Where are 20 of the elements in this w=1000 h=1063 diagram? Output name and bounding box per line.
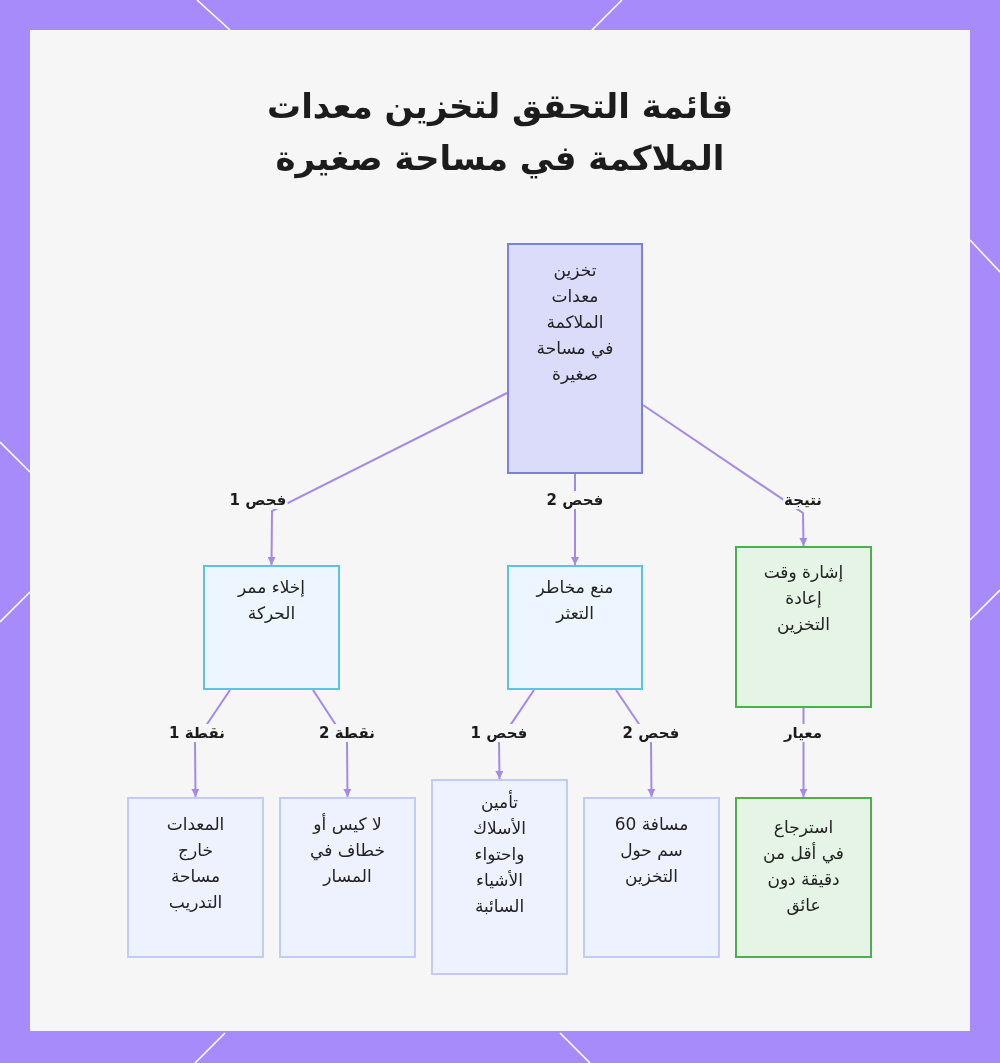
arrow — [312, 689, 352, 798]
edge-label: معيار — [782, 724, 824, 742]
arrow — [267, 392, 508, 566]
detail-box: تأمين الأسلاك واحتواء الأشياء السائبة — [431, 779, 568, 975]
detail-box: مسافة 60 سم حول التخزين — [583, 797, 720, 958]
edge-label: فحص 1 — [469, 724, 529, 742]
result-box: استرجاع في أقل من دقيقة دون عائق — [735, 797, 872, 958]
detail-box: المعدات خارج مساحة التدريب — [127, 797, 264, 958]
main-box: تخزين معدات الملاكمة في مساحة صغيرة — [507, 243, 643, 474]
edge-label: نقطة 1 — [168, 724, 226, 742]
step-box: منع مخاطر التعثر — [507, 565, 643, 690]
step-box: إخلاء ممر الحركة — [203, 565, 340, 690]
edge-label: نقطة 2 — [318, 724, 376, 742]
title: قائمة التحقق لتخزين معدات الملاكمة في مساحة صغيرة — [266, 85, 734, 181]
detail-box: لا كيس أو خطاف في المسار — [279, 797, 416, 958]
edge-label: فحص 2 — [621, 724, 681, 742]
edge-label: فحص 2 — [545, 491, 605, 509]
arrow — [642, 404, 808, 547]
result-box: إشارة وقت إعادة التخزين — [735, 546, 872, 708]
edge-label: فحص 1 — [228, 491, 288, 509]
